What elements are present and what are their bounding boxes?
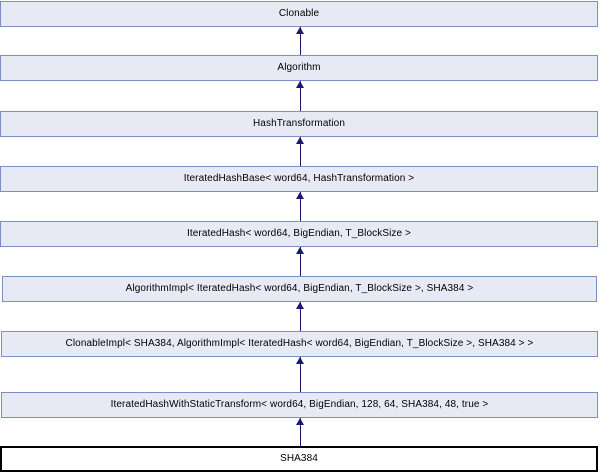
class-node-clonable[interactable]: Clonable (0, 1, 598, 27)
class-node-label: HashTransformation (252, 118, 346, 129)
inheritance-edge (300, 247, 301, 276)
class-node-iteratedhashwithstatictransform[interactable]: IteratedHashWithStaticTransform< word64,… (1, 392, 598, 418)
arrow-up-icon (296, 357, 304, 364)
arrow-up-icon (296, 27, 304, 34)
class-node-label: IteratedHashBase< word64, HashTransforma… (183, 173, 415, 184)
inheritance-edge (300, 27, 301, 55)
arrow-up-icon (296, 192, 304, 199)
arrow-up-icon (296, 302, 304, 309)
class-node-iteratedhashbase[interactable]: IteratedHashBase< word64, HashTransforma… (0, 166, 598, 192)
class-node-label: Clonable (278, 8, 320, 19)
class-node-sha384[interactable]: SHA384 (0, 446, 598, 472)
class-node-label: IteratedHashWithStaticTransform< word64,… (110, 399, 489, 410)
class-node-label: SHA384 (280, 453, 318, 464)
class-node-algorithmimpl[interactable]: AlgorithmImpl< IteratedHash< word64, Big… (2, 276, 597, 302)
class-node-label: IteratedHash< word64, BigEndian, T_Block… (187, 228, 411, 239)
class-node-hashtransformation[interactable]: HashTransformation (0, 111, 598, 137)
arrow-up-icon (296, 81, 304, 88)
inheritance-edge (300, 302, 301, 331)
inheritance-edge (300, 418, 301, 446)
arrow-up-icon (296, 137, 304, 144)
inheritance-edge (300, 357, 301, 392)
class-node-label: Algorithm (277, 62, 321, 73)
class-node-label: ClonableImpl< SHA384, AlgorithmImpl< Ite… (65, 338, 534, 349)
class-node-algorithm[interactable]: Algorithm (0, 55, 598, 81)
class-node-label: AlgorithmImpl< IteratedHash< word64, Big… (125, 283, 474, 294)
class-node-iteratedhash[interactable]: IteratedHash< word64, BigEndian, T_Block… (0, 221, 598, 247)
inheritance-edge (300, 137, 301, 166)
inheritance-edge (300, 81, 301, 111)
arrow-up-icon (296, 247, 304, 254)
inheritance-edge (300, 192, 301, 221)
class-node-clonableimpl[interactable]: ClonableImpl< SHA384, AlgorithmImpl< Ite… (1, 331, 598, 357)
arrow-up-icon (296, 418, 304, 425)
